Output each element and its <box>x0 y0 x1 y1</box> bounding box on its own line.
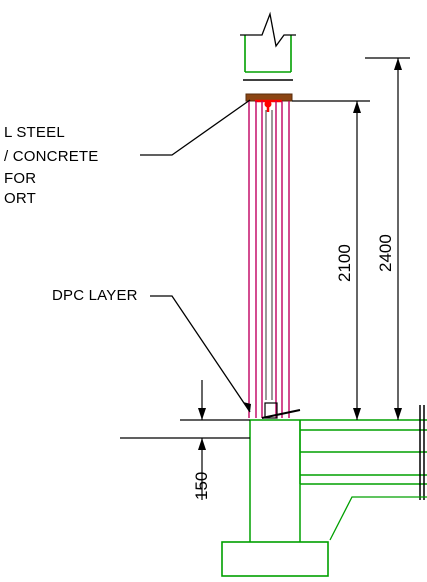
lintel-note-line2: / CONCRETE <box>4 148 99 165</box>
plinth-wall <box>249 420 301 542</box>
footing <box>221 541 329 577</box>
dpc-leader-line <box>150 295 251 413</box>
lintel <box>243 79 293 112</box>
dpc-leader-arrow <box>243 402 251 412</box>
lintel-note-line3: FOR <box>4 170 36 187</box>
dpc-layer-label: DPC LAYER <box>52 287 138 304</box>
dimension-2100-text: 2100 <box>335 244 354 282</box>
dimension-150 <box>198 380 206 500</box>
footing-leader-line <box>329 496 427 541</box>
dimension-2400-text: 2400 <box>376 234 395 272</box>
threshold <box>261 402 301 419</box>
break-line <box>240 11 296 48</box>
dimension-2100 <box>292 100 370 420</box>
wall-above <box>244 35 292 73</box>
floor-slab <box>250 419 427 485</box>
lintel-note-line1: L STEEL <box>4 124 65 141</box>
dimension-150-text: 150 <box>192 472 211 500</box>
lintel-note-line4: ORT <box>4 190 36 207</box>
slab-end <box>419 405 425 500</box>
door-frame-inner <box>265 110 273 400</box>
dimension-2400 <box>365 57 410 420</box>
lintel-leader-line <box>140 99 251 156</box>
door-frame <box>248 101 290 418</box>
